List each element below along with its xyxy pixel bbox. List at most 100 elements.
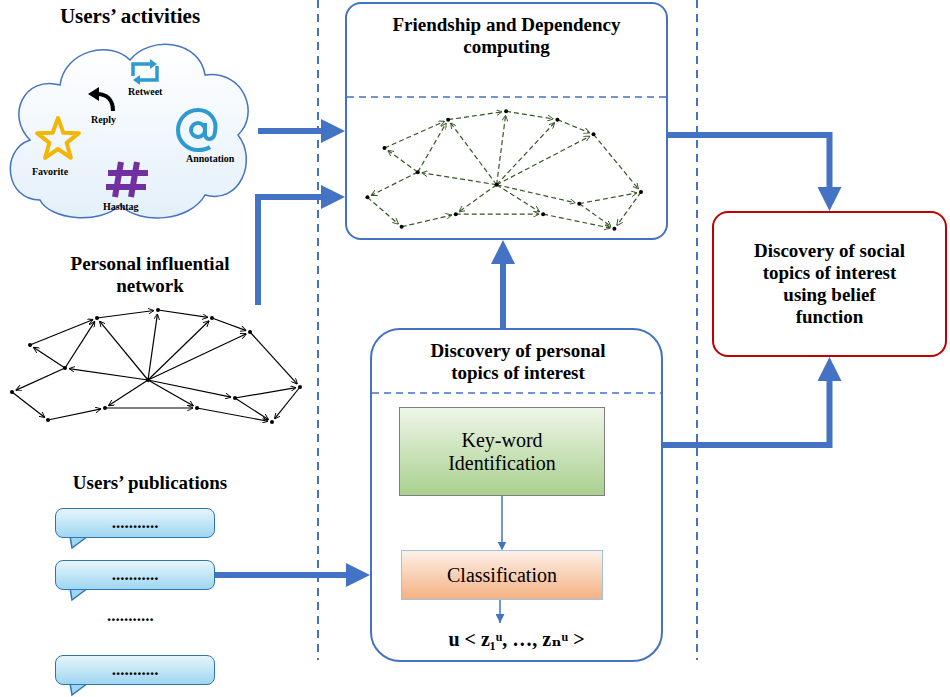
retweet-icon — [133, 59, 157, 85]
column-divider — [696, 0, 698, 660]
flow-arrow-thin — [501, 496, 503, 546]
node-text: Reply — [91, 114, 116, 126]
friendship-network — [365, 109, 643, 231]
network-link — [105, 407, 193, 408]
flow-arrow — [215, 572, 358, 578]
publication-bubble: ........... — [55, 508, 215, 538]
network-link — [451, 123, 497, 185]
network-user — [577, 202, 581, 206]
network-user — [233, 396, 237, 400]
network-link — [497, 185, 540, 212]
publication-group: Users’ publications.....................… — [0, 470, 318, 697]
network-link — [197, 408, 268, 421]
network-link — [579, 193, 637, 204]
node-text: Retweet — [128, 86, 162, 98]
network-user — [63, 366, 67, 370]
network-link — [543, 214, 610, 228]
network-link — [385, 121, 445, 148]
network-link — [250, 332, 297, 384]
flow-arrow — [500, 252, 506, 328]
network-user — [383, 146, 387, 150]
network-link — [459, 185, 497, 212]
flow-arrow — [258, 197, 333, 305]
network-link — [371, 172, 418, 195]
publication-bubble: ........... — [55, 560, 215, 590]
annotation-icon — [178, 110, 216, 150]
node-label: Classification — [407, 564, 597, 587]
step-box: Classification — [401, 550, 603, 600]
network-link — [594, 134, 639, 189]
network-link — [422, 173, 497, 185]
network-link — [69, 369, 148, 380]
node-text: ........... — [107, 606, 154, 626]
network-link — [402, 215, 452, 227]
network-link — [158, 310, 208, 317]
network-link — [497, 185, 576, 203]
network-user — [592, 132, 596, 136]
network-user — [541, 212, 545, 216]
network-link — [148, 380, 194, 406]
network-user — [195, 406, 199, 410]
process-box: Discovery of personal topics of interest… — [370, 328, 663, 662]
network-user — [95, 316, 99, 320]
network-user — [10, 390, 14, 394]
network-user — [504, 109, 508, 113]
network-user — [639, 190, 643, 194]
network-link — [148, 334, 246, 380]
network-user — [146, 378, 150, 382]
network-link — [100, 321, 148, 380]
network-user — [416, 170, 420, 174]
node-label: ........... — [112, 565, 159, 585]
network-user — [446, 118, 450, 122]
influence-network — [10, 308, 302, 424]
result-box: Discovery of social topics of interest u… — [712, 211, 947, 357]
hashtag-icon — [106, 162, 148, 197]
output-leader — [499, 600, 501, 623]
network-link — [212, 318, 246, 331]
node-label: Users’ publications — [30, 472, 270, 494]
network-user — [612, 227, 616, 231]
network-user — [454, 212, 458, 216]
node-label: Personal influential network — [35, 253, 265, 297]
node-label: Friendship and Dependency computing — [355, 14, 658, 58]
network-link — [148, 380, 231, 397]
network-link — [456, 214, 539, 215]
network-link — [274, 387, 300, 419]
network-user — [555, 118, 559, 122]
node-label: ........... — [112, 513, 159, 533]
reply-icon — [88, 87, 113, 111]
network-link — [48, 409, 101, 420]
network-link — [16, 368, 65, 390]
flow-arrow — [663, 369, 830, 445]
network-link — [12, 392, 45, 418]
network-link — [148, 321, 209, 380]
column-divider — [317, 0, 319, 660]
flow-arrow — [668, 135, 830, 199]
network-link — [418, 123, 446, 172]
network-link — [497, 115, 506, 185]
flow-arrow — [258, 128, 333, 134]
activity-cloud-group: Users’ activitiesRetweetReplyAnnotationF… — [0, 0, 258, 225]
node-label: Users’ activities — [15, 4, 245, 28]
network-link — [65, 321, 95, 368]
node-text: Annotation — [186, 153, 234, 165]
node-label: Discovery of social topics of interest u… — [750, 240, 910, 327]
network-link — [497, 123, 555, 185]
network-user — [270, 420, 274, 424]
network-link — [617, 192, 641, 226]
network-user — [365, 195, 369, 199]
step-box: Key-word Identification — [399, 407, 605, 496]
network-user — [156, 308, 160, 312]
node-text: Hashtag — [103, 201, 139, 213]
node-text: u < z₁ᵘ, …, zₙᵘ > — [380, 628, 653, 651]
network-link — [388, 150, 418, 172]
network-user — [298, 385, 302, 389]
node-label: ........... — [112, 660, 159, 680]
network-link — [33, 347, 65, 368]
network-user — [248, 330, 252, 334]
node-label: Discovery of personal topics of interest — [408, 340, 628, 384]
network-user — [495, 183, 499, 187]
activity-cloud — [10, 44, 248, 218]
network-user — [46, 418, 50, 422]
